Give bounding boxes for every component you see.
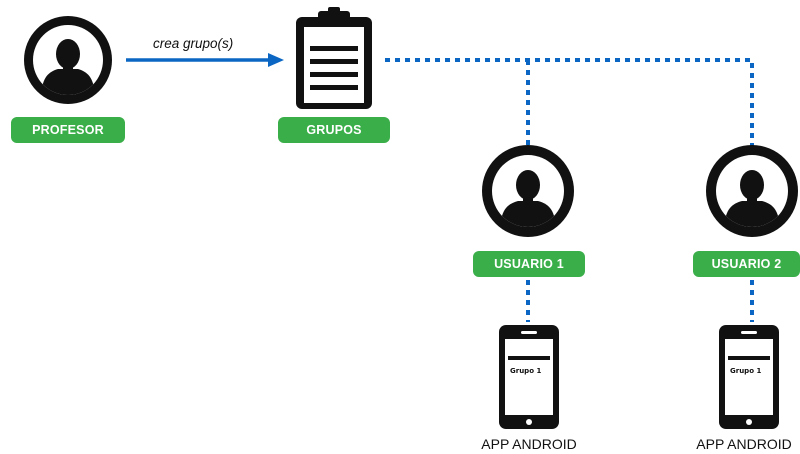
create-groups-arrow-label: crea grupo(s): [153, 36, 234, 51]
grupos-clipboard-icon: [296, 7, 372, 109]
usuario2-device-caption: APP ANDROID: [696, 436, 792, 452]
grupos-label: GRUPOS: [278, 117, 390, 143]
profesor-label: PROFESOR: [11, 117, 125, 143]
profesor-avatar-icon: [24, 16, 112, 104]
usuario2-label: USUARIO 2: [693, 251, 800, 277]
usuario2-smartphone-icon: Grupo 1: [719, 325, 779, 429]
usuario1-device-screen-text: Grupo 1: [510, 367, 541, 375]
usuario2-avatar-icon: [706, 145, 798, 237]
usuario1-device-caption: APP ANDROID: [481, 436, 577, 452]
group-membership-connectors: [385, 58, 754, 322]
connector-grupos-to-usuario2: [385, 58, 754, 146]
usuario1-label: USUARIO 1: [473, 251, 585, 277]
create-groups-arrow: [126, 53, 284, 67]
usuario2-device-screen-text: Grupo 1: [730, 367, 761, 375]
usuario1-avatar-icon: [482, 145, 574, 237]
usuario1-smartphone-icon: Grupo 1: [499, 325, 559, 429]
